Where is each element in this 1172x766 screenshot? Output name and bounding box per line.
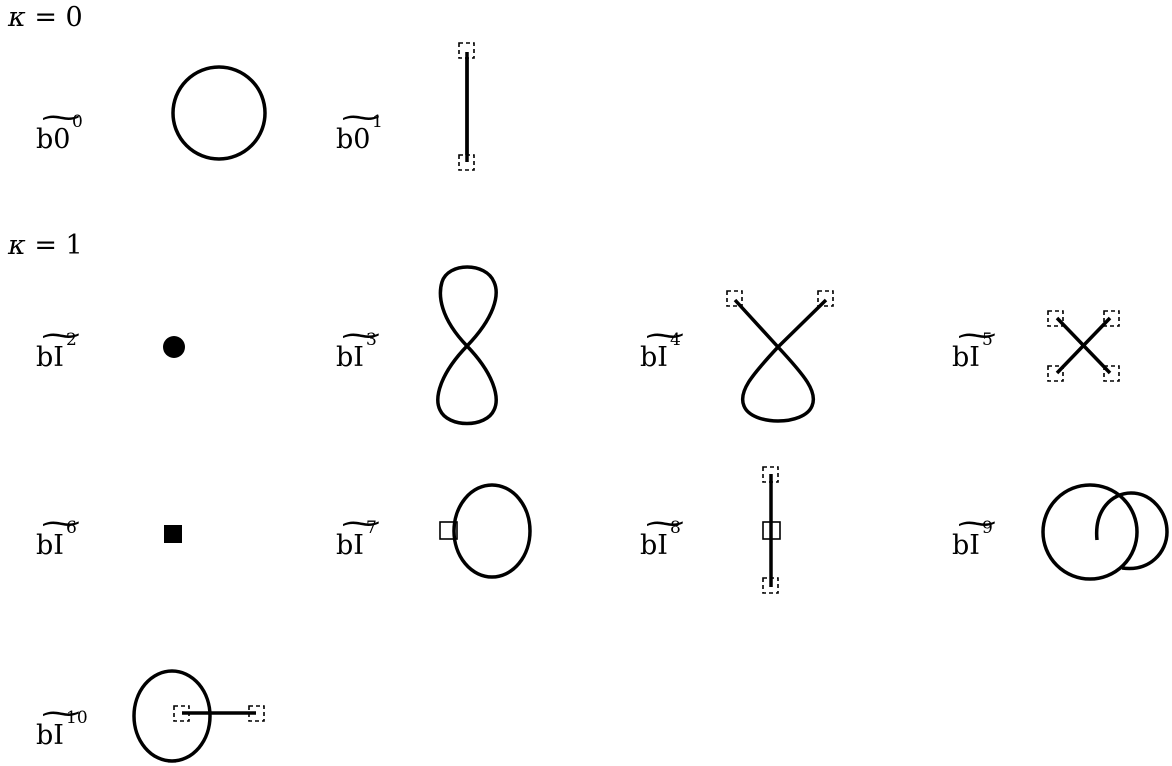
label-superscript: 10: [66, 708, 88, 728]
fig-bI-5-cross: [1047, 310, 1120, 382]
tilde-accent: ~: [953, 318, 1001, 353]
label-base: bI: [36, 720, 64, 751]
label-superscript: 5: [982, 330, 993, 350]
label-superscript: 6: [66, 518, 77, 538]
fig-bI-10-loop-with-segment: [132, 669, 265, 763]
tilde-accent: ~: [337, 506, 385, 541]
tilde-accent: ~: [337, 318, 385, 353]
label-b0-1: ~ b0 1: [336, 100, 416, 160]
label-base: bI: [952, 342, 980, 373]
label-base: bI: [336, 342, 364, 373]
cross-strand: [1055, 316, 1112, 375]
fig-b0-1-segment: [458, 42, 475, 171]
kappa-1-symbol: κ: [8, 230, 26, 261]
label-bI-2: ~ bI 2: [36, 318, 116, 378]
tilde-accent: ~: [37, 100, 85, 135]
solid-marker-box: [439, 521, 458, 540]
tilde-accent: ~: [337, 100, 385, 135]
label-base: b0: [36, 124, 71, 155]
label-bI-4: ~ bI 4: [640, 318, 720, 378]
label-superscript: 2: [66, 330, 77, 350]
fig-bI-7-loop-with-box: [439, 483, 532, 579]
tilde-accent: ~: [37, 506, 85, 541]
label-superscript: 9: [982, 518, 993, 538]
closed-loop: [132, 669, 212, 763]
label-base: bI: [36, 530, 64, 561]
label-superscript: 1: [372, 112, 383, 132]
closed-loop: [171, 65, 267, 161]
label-superscript: 7: [366, 518, 377, 538]
label-base: bI: [336, 530, 364, 561]
label-superscript: 0: [72, 112, 83, 132]
tilde-accent: ~: [641, 506, 689, 541]
closed-loop: [452, 483, 532, 579]
arc-strand: [1095, 491, 1169, 571]
fig-b0-0-circle: [171, 65, 267, 161]
fig-bI-9-linked-loops: [1041, 483, 1169, 581]
figure-eight-curve: [436, 265, 498, 426]
filled-square: [164, 525, 182, 543]
kappa-1-value: = 1: [34, 230, 83, 261]
kappa-0-symbol: κ: [8, 2, 26, 33]
label-b0-0: ~ b0 0: [36, 100, 116, 160]
fig-bI-3-figure-eight: [436, 265, 498, 426]
label-bI-9: ~ bI 9: [952, 506, 1032, 566]
label-bI-3: ~ bI 3: [336, 318, 416, 378]
fig-bI-2-dot: [163, 336, 185, 358]
label-superscript: 3: [366, 330, 377, 350]
closed-loop: [1041, 483, 1139, 581]
label-base: bI: [36, 342, 64, 373]
label-base: bI: [640, 342, 668, 373]
label-base: bI: [640, 530, 668, 561]
fig-bI-8-segment-with-box: [762, 466, 781, 594]
loop-strand: [733, 298, 828, 423]
tilde-accent: ~: [953, 506, 1001, 541]
filled-dot: [163, 336, 185, 358]
kappa-1-header: κ = 1: [8, 230, 83, 261]
kappa-0-value: = 0: [34, 2, 83, 33]
label-base: b0: [336, 124, 371, 155]
label-superscript: 8: [670, 518, 681, 538]
label-bI-8: ~ bI 8: [640, 506, 720, 566]
fig-bI-6-square: [164, 525, 182, 543]
label-bI-6: ~ bI 6: [36, 506, 116, 566]
tilde-accent: ~: [37, 318, 85, 353]
solid-marker-box: [762, 521, 781, 540]
tilde-accent: ~: [641, 318, 689, 353]
label-bI-7: ~ bI 7: [336, 506, 416, 566]
label-bI-10: ~ bI 10: [36, 696, 116, 756]
label-base: bI: [952, 530, 980, 561]
tilde-accent: ~: [37, 696, 85, 731]
kappa-0-header: κ = 0: [8, 2, 83, 33]
fig-bI-4-loop-crossing: [726, 290, 834, 423]
label-bI-5: ~ bI 5: [952, 318, 1032, 378]
label-superscript: 4: [670, 330, 681, 350]
